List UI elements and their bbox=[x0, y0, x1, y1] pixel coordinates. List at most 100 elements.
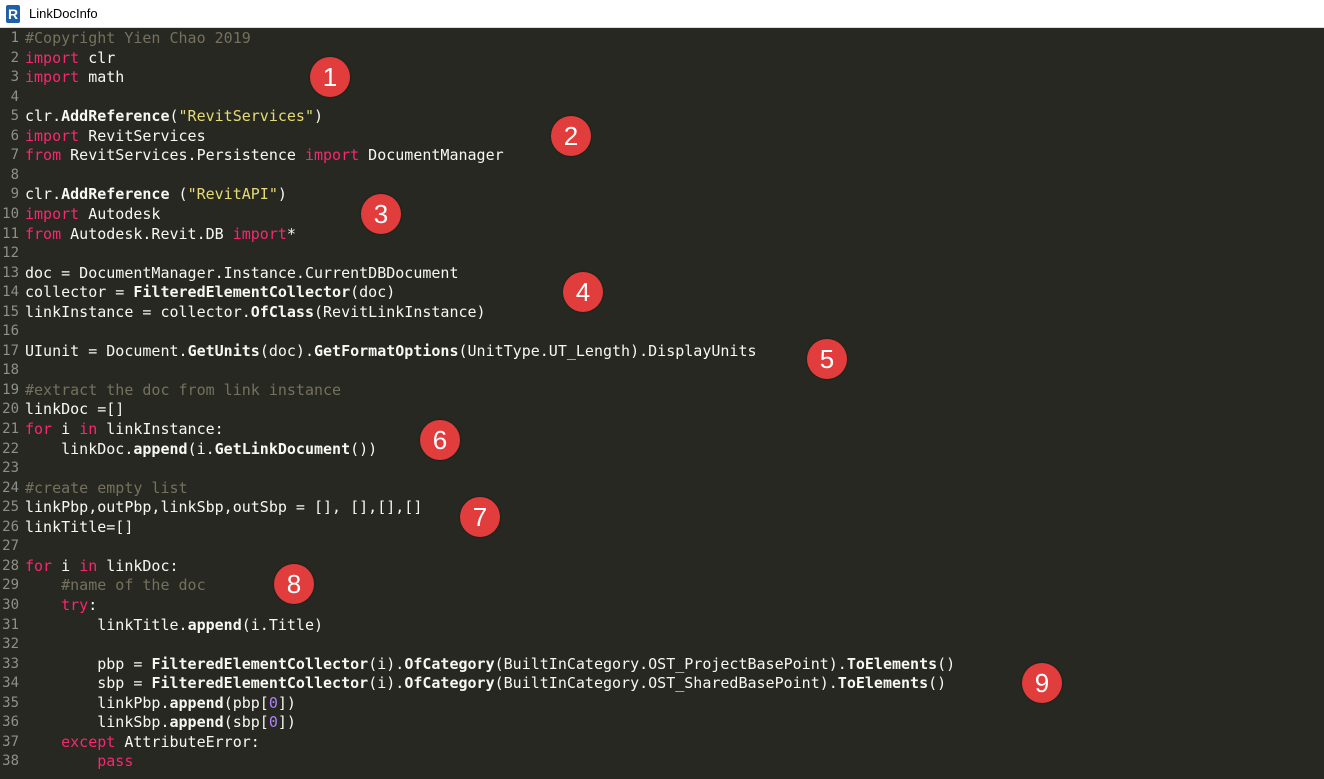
code-line[interactable]: 31 linkTitle.append(i.Title) bbox=[0, 616, 1324, 636]
line-number: 5 bbox=[10, 108, 19, 125]
code-token: DocumentManager bbox=[359, 146, 504, 165]
code-token: from bbox=[25, 224, 62, 243]
code-token: append bbox=[133, 439, 188, 458]
code-text: pbp = FilteredElementCollector(i).OfCate… bbox=[25, 655, 955, 675]
line-number: 27 bbox=[2, 538, 19, 555]
code-token: "RevitAPI" bbox=[187, 185, 278, 204]
code-token: RevitServices bbox=[79, 126, 206, 145]
code-token: linkInstance: bbox=[97, 420, 224, 438]
code-token: #Copyright Yien Chao 2019 bbox=[25, 29, 251, 47]
line-number: 29 bbox=[2, 577, 19, 594]
line-number: 7 bbox=[10, 147, 19, 164]
line-number: 4 bbox=[10, 88, 19, 105]
code-text: #extract the doc from link instance bbox=[25, 381, 341, 401]
code-text: clr.AddReference ("RevitAPI") bbox=[25, 185, 287, 205]
code-line[interactable]: 4 bbox=[0, 88, 1324, 108]
code-text: linkDoc.append(i.GetLinkDocument()) bbox=[25, 440, 377, 460]
code-token: (pbp[ bbox=[223, 693, 269, 712]
code-line[interactable]: 12 bbox=[0, 244, 1324, 264]
code-token: linkDoc =[] bbox=[25, 400, 125, 419]
annotation-badge: 4 bbox=[563, 272, 603, 312]
annotation-badge: 5 bbox=[807, 339, 847, 379]
code-token: import bbox=[25, 126, 80, 145]
line-number: 16 bbox=[2, 323, 19, 340]
code-line[interactable]: 24#create empty list bbox=[0, 479, 1324, 499]
code-token bbox=[25, 596, 61, 614]
code-token: FilteredElementCollector bbox=[151, 674, 369, 693]
code-line[interactable]: 32 bbox=[0, 635, 1324, 655]
code-text: import Autodesk bbox=[25, 205, 160, 225]
annotation-badge: 2 bbox=[551, 116, 591, 156]
code-line[interactable]: 23 bbox=[0, 459, 1324, 479]
code-line[interactable]: 30 try: bbox=[0, 596, 1324, 616]
window-titlebar: R LinkDocInfo bbox=[0, 0, 1324, 28]
code-token: import bbox=[232, 224, 287, 243]
code-token: ToElements bbox=[846, 654, 938, 673]
code-line[interactable]: 27 bbox=[0, 537, 1324, 557]
code-text: for i in linkInstance: bbox=[25, 420, 224, 440]
code-token: collector = bbox=[25, 283, 134, 302]
line-number: 30 bbox=[2, 596, 19, 613]
code-text: import math bbox=[25, 68, 124, 88]
code-token: 0 bbox=[268, 693, 278, 712]
line-number: 22 bbox=[2, 440, 19, 457]
code-line[interactable]: 36 linkSbp.append(sbp[0]) bbox=[0, 713, 1324, 733]
code-token: ToElements bbox=[837, 674, 929, 693]
code-line[interactable]: 1#Copyright Yien Chao 2019 bbox=[0, 29, 1324, 49]
window-title: LinkDocInfo bbox=[29, 6, 98, 21]
code-text: linkPbp.append(pbp[0]) bbox=[25, 694, 296, 714]
line-number: 36 bbox=[2, 714, 19, 731]
code-token: GetFormatOptions bbox=[314, 341, 459, 360]
code-line[interactable]: 8 bbox=[0, 166, 1324, 186]
code-line[interactable]: 29 #name of the doc bbox=[0, 576, 1324, 596]
code-token: FilteredElementCollector bbox=[133, 283, 351, 302]
line-number: 24 bbox=[2, 479, 19, 496]
code-token: Autodesk.Revit.DB bbox=[61, 224, 233, 243]
code-token: import bbox=[25, 204, 80, 223]
code-line[interactable]: 19#extract the doc from link instance bbox=[0, 381, 1324, 401]
code-line[interactable]: 18 bbox=[0, 361, 1324, 381]
line-number: 37 bbox=[2, 733, 19, 750]
code-line[interactable]: 35 linkPbp.append(pbp[0]) bbox=[0, 694, 1324, 714]
code-token: append bbox=[169, 693, 224, 712]
code-token bbox=[25, 576, 61, 594]
code-token: ( bbox=[169, 185, 188, 204]
code-token: ( bbox=[169, 107, 179, 126]
annotation-badge: 3 bbox=[361, 194, 401, 234]
code-line[interactable]: 33 pbp = FilteredElementCollector(i).OfC… bbox=[0, 655, 1324, 675]
code-line[interactable]: 16 bbox=[0, 322, 1324, 342]
code-text: pass bbox=[25, 752, 133, 772]
code-line[interactable]: 38 pass bbox=[0, 752, 1324, 772]
line-number: 38 bbox=[2, 753, 19, 770]
code-line[interactable]: 34 sbp = FilteredElementCollector(i).OfC… bbox=[0, 674, 1324, 694]
code-token: doc = DocumentManager.Instance.CurrentDB… bbox=[25, 263, 459, 282]
code-text: linkDoc =[] bbox=[25, 400, 124, 420]
code-token: (i. bbox=[187, 439, 215, 458]
code-token: #extract the doc from link instance bbox=[25, 380, 342, 399]
code-text: linkInstance = collector.OfClass(RevitLi… bbox=[25, 303, 486, 323]
code-line[interactable]: 37 except AttributeError: bbox=[0, 733, 1324, 753]
code-line[interactable]: 22 linkDoc.append(i.GetLinkDocument()) bbox=[0, 440, 1324, 460]
code-token: clr. bbox=[25, 185, 62, 204]
code-token: clr bbox=[79, 48, 116, 67]
line-number: 35 bbox=[2, 694, 19, 711]
line-number: 25 bbox=[2, 499, 19, 516]
